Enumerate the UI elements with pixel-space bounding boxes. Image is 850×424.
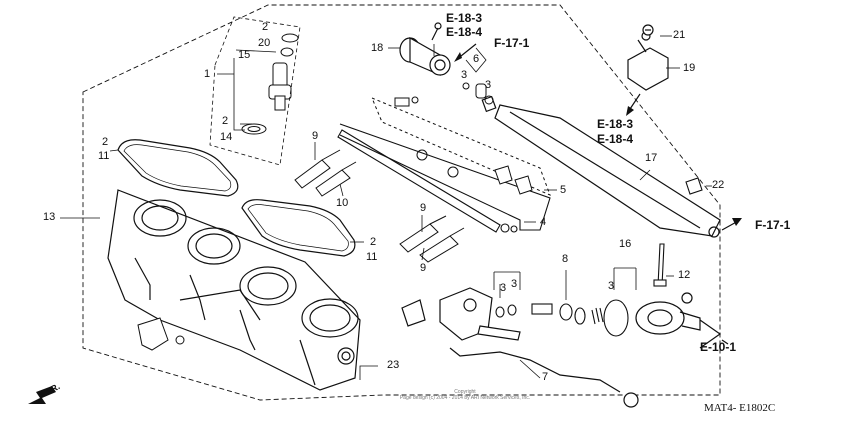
ref-code: E-10-1 <box>700 340 737 354</box>
bolt-part <box>653 243 667 287</box>
ref-code: E-18-4 <box>597 132 634 146</box>
part-number: 2 <box>222 115 229 127</box>
part-number: 2 <box>262 21 269 33</box>
part-number: 14 <box>220 131 233 143</box>
part-number: 5 <box>560 184 567 196</box>
gasket-lower <box>241 199 356 257</box>
ref-code: F-17-1 <box>494 36 530 50</box>
sensor-assembly-upper <box>294 149 357 197</box>
fuel-rail-upper-parts <box>371 96 551 196</box>
fuel-rail-main <box>481 95 721 238</box>
part-number: 20 <box>258 37 271 49</box>
part-number: 3 <box>485 79 492 91</box>
copyright-title: Copyright <box>454 389 476 395</box>
seal-parts-6 <box>462 82 494 105</box>
sensor-assembly-lower <box>399 215 465 263</box>
ref-code: E-18-4 <box>446 25 483 39</box>
part-number: 18 <box>371 42 384 54</box>
part-number: 12 <box>678 269 691 281</box>
injector-bracket-lines <box>209 16 301 166</box>
part-number: 7 <box>542 371 549 383</box>
fuel-injector-part <box>241 33 299 135</box>
part-number: 22 <box>712 179 725 191</box>
seal-parts-8 <box>495 303 604 325</box>
arrow-head-1 <box>454 52 462 62</box>
part-number: 15 <box>238 49 251 61</box>
clip-part <box>685 177 703 195</box>
part-number: 10 <box>336 197 349 209</box>
part-number: 9 <box>420 262 427 274</box>
reference-arrows <box>455 43 741 349</box>
part-number: 2 <box>102 136 109 148</box>
part-number: 1 <box>204 68 211 80</box>
map-sensor <box>627 24 669 91</box>
part-number: 17 <box>645 152 658 164</box>
diagram-code: MAT4- E1802C <box>704 402 776 414</box>
part-number: 3 <box>500 282 507 294</box>
part-number: 4 <box>540 216 547 228</box>
part-number: 3 <box>608 280 615 292</box>
part-number: 8 <box>562 253 569 265</box>
part-number: 9 <box>420 202 427 214</box>
ref-code: E-18-3 <box>446 11 483 25</box>
arrow-head-3 <box>732 218 742 226</box>
part-number: 6 <box>473 53 480 65</box>
pressure-sensor <box>603 292 701 337</box>
part-number: 23 <box>387 359 400 371</box>
fuel-rail-bar <box>337 123 551 233</box>
copyright-text: Page design (c) 2004 - 2014 by ARI Netwo… <box>399 395 531 401</box>
part-number: 16 <box>619 238 632 250</box>
part-number: 13 <box>43 211 56 223</box>
pressure-regulator <box>399 22 451 76</box>
part-number: 11 <box>98 150 110 162</box>
part-number: 3 <box>461 69 468 81</box>
part-number: 11 <box>366 251 378 263</box>
part-number: 19 <box>683 62 696 74</box>
part-number: 2 <box>370 236 377 248</box>
ref-code: E-18-3 <box>597 117 634 131</box>
ref-code: F-17-1 <box>755 218 791 232</box>
bracket-part <box>137 317 185 351</box>
throttle-body <box>107 189 361 391</box>
gasket-upper <box>117 139 239 197</box>
part-number: 3 <box>511 278 518 290</box>
idle-air-control-valve <box>401 287 639 408</box>
part-number: 9 <box>312 130 319 142</box>
part-number: 21 <box>673 29 686 41</box>
leader-lines <box>60 35 712 380</box>
arrow-head-2 <box>626 106 634 116</box>
direction-arrow-icon <box>28 386 56 404</box>
